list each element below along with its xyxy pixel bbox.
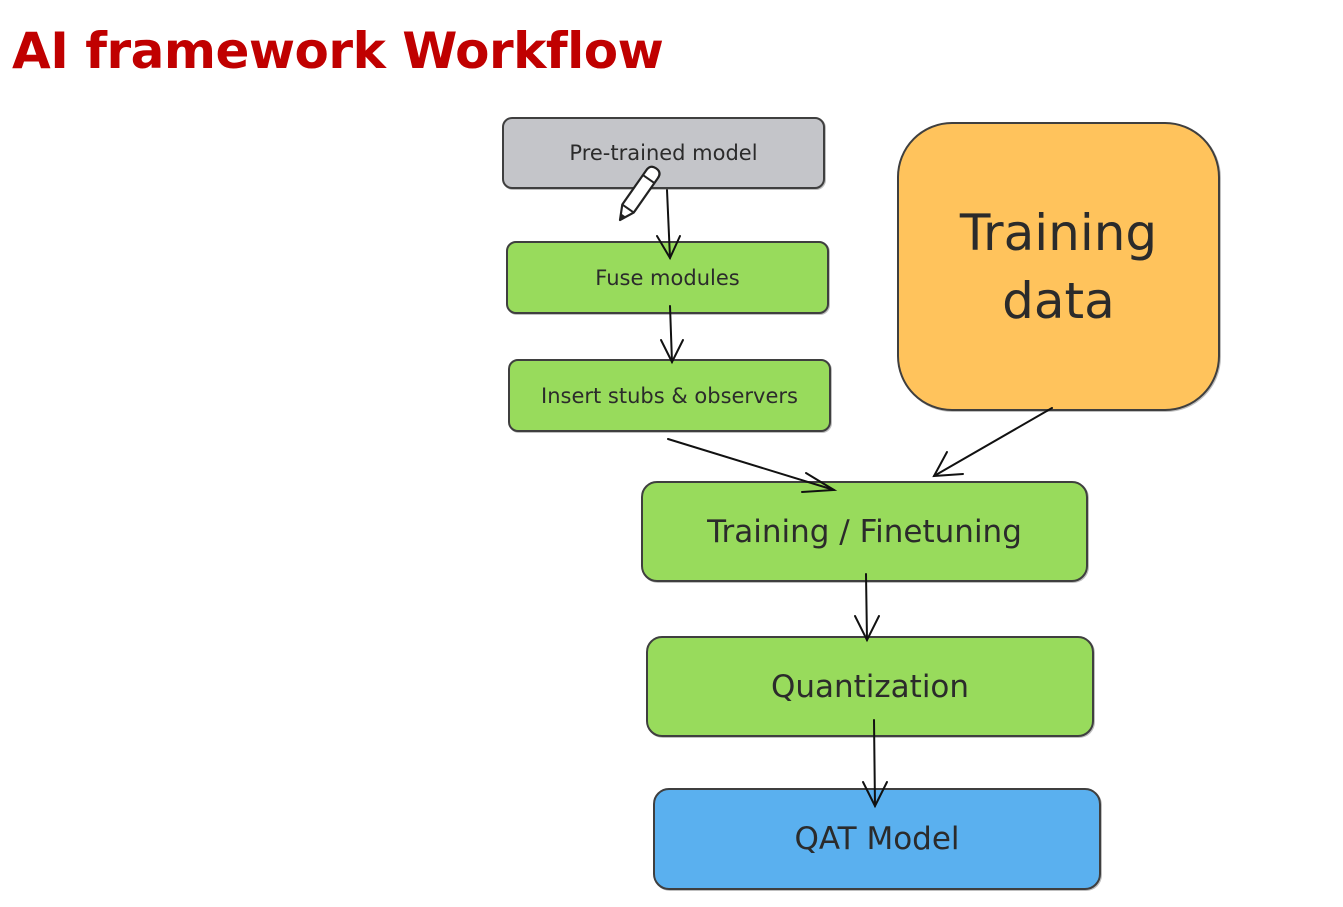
node-label-group: Training data (960, 199, 1157, 335)
node-label: Fuse modules (595, 265, 740, 290)
edge-training-quantization (854, 573, 880, 643)
node-label: Pre-trained model (569, 141, 758, 165)
node-label: Quantization (770, 668, 970, 705)
node-qat-model[interactable]: QAT Model (653, 788, 1101, 890)
node-label: Insert stubs & observers (541, 383, 798, 408)
page-title: AI framework Workflow (12, 22, 664, 80)
node-pretrained-model[interactable]: Pre-trained model (502, 117, 825, 189)
node-insert-stubs-observers[interactable]: Insert stubs & observers (508, 359, 831, 432)
node-label: QAT Model (794, 821, 960, 857)
edge-fuse-insert (660, 305, 684, 365)
node-fuse-modules[interactable]: Fuse modules (506, 241, 829, 314)
node-training-finetuning[interactable]: Training / Finetuning (641, 481, 1088, 582)
node-label-line2: data (1002, 271, 1115, 330)
node-label: Training / Finetuning (707, 513, 1022, 550)
node-training-data[interactable]: Training data (897, 122, 1220, 411)
node-quantization[interactable]: Quantization (646, 636, 1094, 737)
node-label-line1: Training (959, 203, 1158, 262)
edge-data-training (932, 407, 1053, 478)
